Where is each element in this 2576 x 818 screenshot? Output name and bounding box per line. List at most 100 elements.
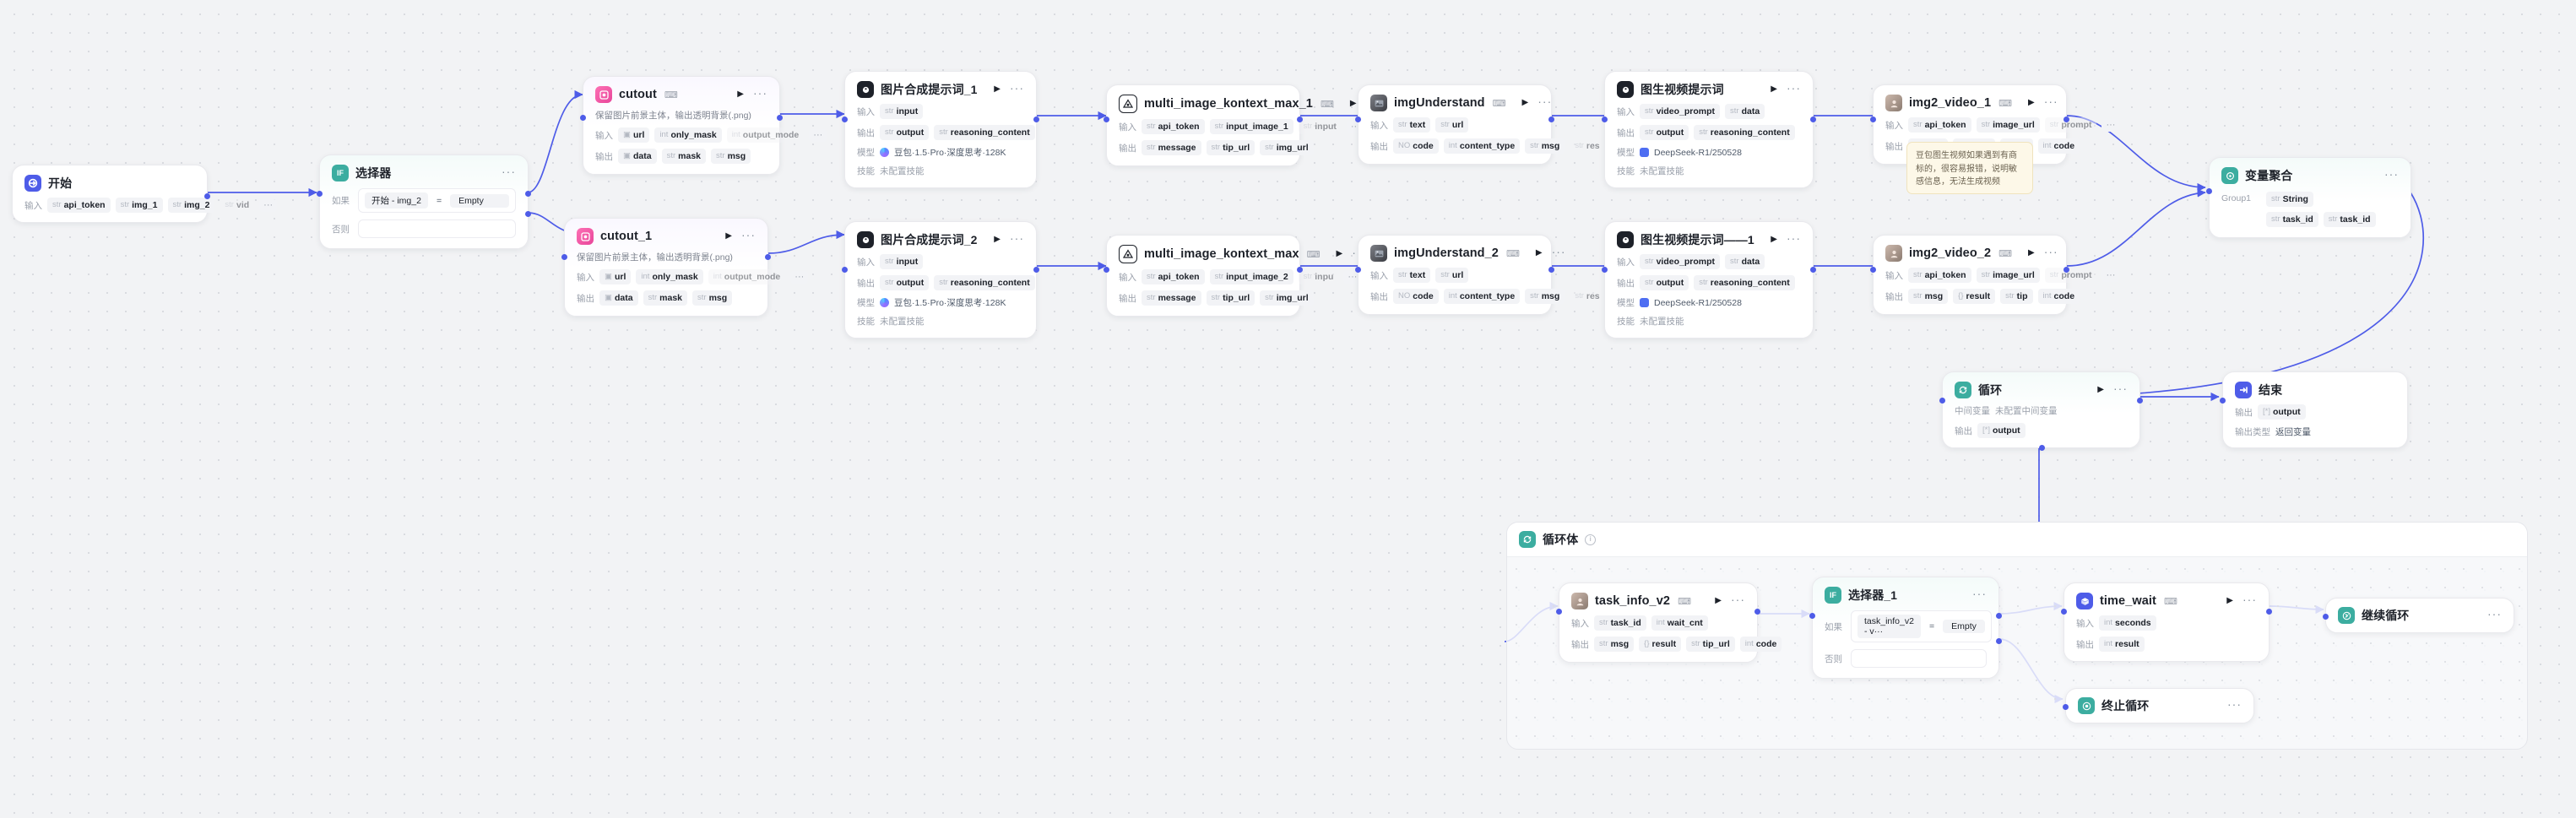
model-value[interactable]: DeepSeek-R1/250528: [1654, 297, 1742, 308]
output-port[interactable]: [1754, 609, 1760, 615]
output-port[interactable]: [1810, 267, 1816, 273]
condition-box[interactable]: task_info_v2 - v··· = Empty: [1851, 610, 1992, 642]
skill-value[interactable]: 未配置技能: [880, 166, 925, 176]
node-selector-1[interactable]: IF 选择器_1 ··· 如果 task_info_v2 - v··· = Em…: [1809, 577, 2002, 679]
port-chip[interactable]: ▣data: [618, 149, 657, 164]
overflow-indicator[interactable]: ···: [2101, 118, 2120, 132]
output-port[interactable]: [1297, 267, 1303, 273]
input-port[interactable]: [1556, 609, 1562, 615]
run-button[interactable]: ▶: [725, 231, 732, 241]
loop-body-port[interactable]: [2039, 445, 2045, 451]
node-continue-loop[interactable]: 继续循环 ···: [2323, 598, 2514, 633]
model-value[interactable]: 豆包·1.5·Pro·深度思考·128K: [894, 148, 1006, 158]
node-menu-button[interactable]: ···: [1731, 593, 1745, 606]
node-menu-button[interactable]: ···: [1972, 587, 1987, 600]
input-port[interactable]: [1602, 267, 1608, 273]
node-menu-button[interactable]: ···: [2487, 607, 2502, 620]
overflow-indicator[interactable]: ···: [259, 198, 278, 212]
input-port[interactable]: [842, 116, 848, 122]
run-button[interactable]: ▶: [994, 235, 1001, 244]
output-port[interactable]: [777, 115, 783, 121]
run-button[interactable]: ▶: [1771, 235, 1777, 244]
condition-value[interactable]: Empty: [450, 193, 509, 208]
output-port-true[interactable]: [1996, 613, 2002, 619]
condition-value[interactable]: Empty: [1943, 620, 1985, 633]
condition-variable[interactable]: 开始 - img_2: [365, 192, 428, 209]
output-port[interactable]: [765, 254, 771, 260]
input-port[interactable]: [1104, 116, 1109, 122]
output-port[interactable]: [2064, 267, 2069, 273]
node-menu-button[interactable]: ···: [2227, 697, 2242, 711]
port-chip[interactable]: ▣url: [599, 269, 632, 284]
input-port[interactable]: [580, 115, 586, 121]
sticky-note[interactable]: 豆包图生视频如果遇到有商标的，很容易报错，说明敏感信息，无法生成视频: [1906, 142, 2033, 194]
else-box[interactable]: [358, 219, 516, 238]
condition-variable[interactable]: task_info_v2 - v···: [1857, 615, 1921, 638]
run-button[interactable]: ▶: [2097, 385, 2104, 394]
input-port[interactable]: [2061, 609, 2067, 615]
run-button[interactable]: ▶: [2028, 98, 2035, 107]
overflow-indicator[interactable]: ···: [1343, 270, 1362, 284]
port-chip[interactable]: {}result: [1639, 637, 1682, 652]
run-button[interactable]: ▶: [994, 84, 1001, 94]
port-chip[interactable]: ▣url: [618, 127, 650, 143]
port-chip[interactable]: [*]output: [2258, 404, 2306, 420]
input-port[interactable]: [1809, 613, 1815, 619]
node-selector[interactable]: IF 选择器 ··· 如果 开始 - img_2 = Empty 否则: [317, 154, 531, 249]
node-menu-button[interactable]: ···: [1010, 231, 1024, 245]
model-value[interactable]: 豆包·1.5·Pro·深度思考·128K: [894, 298, 1006, 308]
output-port[interactable]: [1548, 116, 1554, 122]
node-cutout[interactable]: cutout ⌨ ▶ ··· 保留图片前景主体，输出透明背景(.png) 输入 …: [580, 76, 827, 175]
run-button[interactable]: ▶: [1336, 249, 1343, 258]
input-port[interactable]: [2323, 614, 2329, 620]
output-port[interactable]: [1033, 267, 1039, 273]
input-port[interactable]: [2063, 704, 2069, 710]
overflow-indicator[interactable]: ···: [2101, 268, 2120, 282]
node-menu-button[interactable]: ···: [1551, 245, 1566, 258]
node-kontext-max[interactable]: multi_image_kontext_max ⌨ ▶ ··· 输入 strap…: [1104, 235, 1365, 317]
input-port[interactable]: [1602, 116, 1608, 122]
overflow-indicator[interactable]: ···: [809, 128, 827, 142]
input-port[interactable]: [842, 267, 848, 273]
